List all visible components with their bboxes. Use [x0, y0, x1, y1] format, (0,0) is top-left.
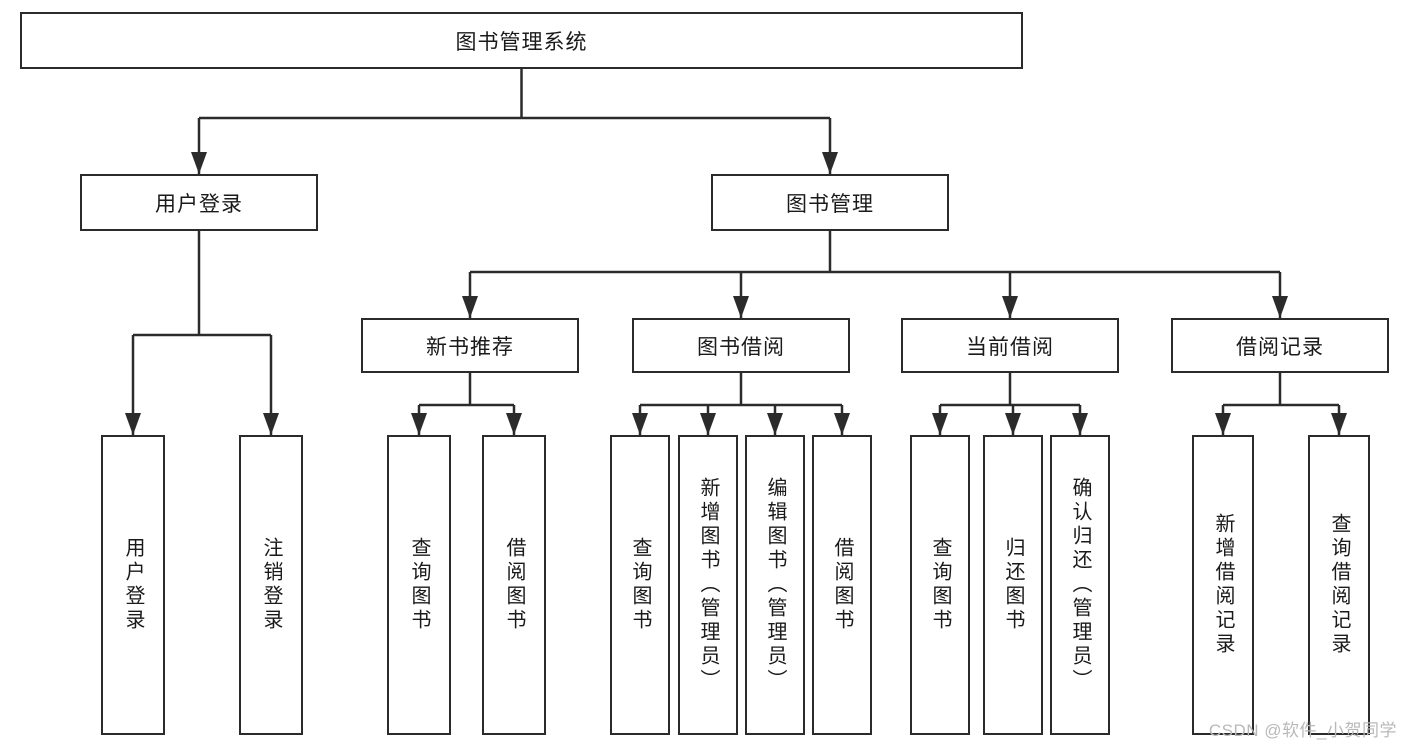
node-leaf-return-book[interactable]: 归还图书 — [983, 435, 1043, 735]
node-leaf-logout[interactable]: 注销登录 — [239, 435, 303, 735]
node-label: 新增图书（管理员） — [697, 477, 719, 693]
node-label: 借阅图书 — [831, 537, 853, 633]
arrow-head-icon — [462, 296, 478, 318]
arrow-head-icon — [932, 413, 948, 435]
arrow-head-icon — [1072, 413, 1088, 435]
arrow-head-icon — [767, 413, 783, 435]
node-leaf-add-record[interactable]: 新增借阅记录 — [1192, 435, 1254, 735]
node-label: 新书推荐 — [426, 335, 514, 359]
node-label: 用户登录 — [122, 537, 144, 633]
arrow-head-icon — [822, 152, 838, 174]
arrow-head-icon — [506, 413, 522, 435]
node-new-book-rec[interactable]: 新书推荐 — [361, 318, 579, 373]
node-leaf-borrow-book-1[interactable]: 借阅图书 — [482, 435, 546, 735]
node-label: 查询图书 — [629, 537, 651, 633]
arrow-head-icon — [1272, 296, 1288, 318]
arrow-head-icon — [125, 413, 141, 435]
node-leaf-query-book-3[interactable]: 查询图书 — [910, 435, 970, 735]
node-leaf-query-record[interactable]: 查询借阅记录 — [1308, 435, 1370, 735]
arrow-head-icon — [733, 296, 749, 318]
node-label: 查询借阅记录 — [1328, 513, 1350, 657]
arrow-head-icon — [700, 413, 716, 435]
node-leaf-confirm-return[interactable]: 确认归还（管理员） — [1050, 435, 1110, 735]
node-label: 归还图书 — [1002, 537, 1024, 633]
node-book-borrow[interactable]: 图书借阅 — [632, 318, 850, 373]
arrow-head-icon — [411, 413, 427, 435]
node-label: 图书管理系统 — [455, 30, 588, 54]
node-leaf-query-book-1[interactable]: 查询图书 — [387, 435, 451, 735]
node-label: 确认归还（管理员） — [1069, 477, 1091, 693]
arrow-head-icon — [834, 413, 850, 435]
node-leaf-query-book-2[interactable]: 查询图书 — [610, 435, 670, 735]
arrow-head-icon — [1005, 413, 1021, 435]
node-book-manage[interactable]: 图书管理 — [711, 174, 949, 231]
node-leaf-edit-book[interactable]: 编辑图书（管理员） — [745, 435, 805, 735]
node-label: 注销登录 — [260, 537, 282, 633]
arrow-head-icon — [1215, 413, 1231, 435]
node-label: 借阅记录 — [1236, 335, 1324, 359]
node-user-login[interactable]: 用户登录 — [80, 174, 318, 231]
node-label: 当前借阅 — [966, 335, 1054, 359]
node-label: 借阅图书 — [503, 537, 525, 633]
node-label: 查询图书 — [408, 537, 430, 633]
arrow-head-icon — [191, 152, 207, 174]
node-leaf-add-book[interactable]: 新增图书（管理员） — [678, 435, 738, 735]
node-root[interactable]: 图书管理系统 — [20, 12, 1023, 69]
node-borrow-record[interactable]: 借阅记录 — [1171, 318, 1389, 373]
node-leaf-user-login[interactable]: 用户登录 — [101, 435, 165, 735]
node-leaf-borrow-book-2[interactable]: 借阅图书 — [812, 435, 872, 735]
node-label: 图书管理 — [786, 192, 874, 216]
node-label: 用户登录 — [155, 192, 243, 216]
arrow-head-icon — [1331, 413, 1347, 435]
node-current-borrow[interactable]: 当前借阅 — [901, 318, 1119, 373]
arrow-head-icon — [263, 413, 279, 435]
node-label: 编辑图书（管理员） — [764, 477, 786, 693]
node-label: 图书借阅 — [697, 335, 785, 359]
node-label: 新增借阅记录 — [1212, 513, 1234, 657]
arrow-head-icon — [1002, 296, 1018, 318]
arrow-head-icon — [632, 413, 648, 435]
node-label: 查询图书 — [929, 537, 951, 633]
watermark-label: CSDN @软件_小贺同学 — [1208, 721, 1397, 740]
